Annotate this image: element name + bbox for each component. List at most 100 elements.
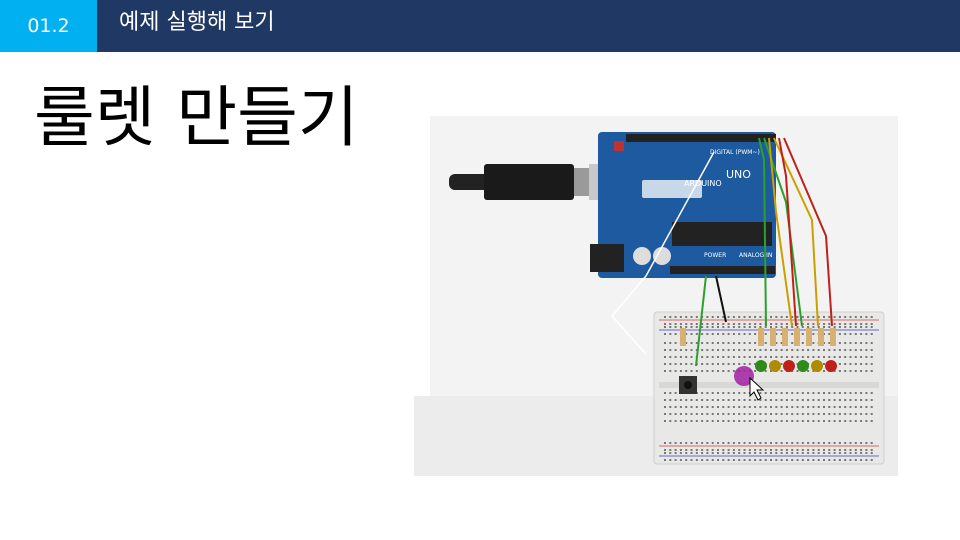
breadboard-hole <box>860 399 863 401</box>
breadboard-hole <box>695 452 698 454</box>
breadboard-hole <box>775 326 778 328</box>
breadboard-hole <box>722 323 725 325</box>
breadboard-hole <box>854 442 857 444</box>
header-bar: 01.2 예제 실행해 보기 <box>0 0 960 52</box>
breadboard-hole <box>727 326 730 328</box>
breadboard-hole <box>812 349 815 351</box>
breadboard-hole <box>722 363 725 365</box>
breadboard-hole <box>717 323 719 325</box>
breadboard-hole <box>717 442 719 444</box>
breadboard-hole <box>674 459 677 461</box>
breadboard-hole <box>844 349 847 351</box>
breadboard-hole <box>664 333 666 335</box>
breadboard-hole <box>701 420 704 422</box>
breadboard-hole <box>685 452 688 454</box>
breadboard-hole <box>791 413 794 415</box>
breadboard-hole <box>854 356 857 358</box>
breadboard-hole <box>838 316 841 318</box>
breadboard-hole <box>717 420 719 422</box>
breadboard-hole <box>711 326 714 328</box>
breadboard-hole <box>844 363 847 365</box>
breadboard-hole <box>748 442 751 444</box>
breadboard-hole <box>807 316 810 318</box>
breadboard-hole <box>812 452 815 454</box>
breadboard-hole <box>844 452 847 454</box>
breadboard-hole <box>754 356 757 358</box>
breadboard-hole <box>849 356 852 358</box>
breadboard-hole <box>743 356 746 358</box>
breadboard-hole <box>727 449 730 451</box>
breadboard-hole <box>727 349 730 351</box>
breadboard-hole <box>743 420 746 422</box>
breadboard-hole <box>759 399 762 401</box>
breadboard-hole <box>860 459 863 461</box>
breadboard-hole <box>865 356 868 358</box>
breadboard-hole <box>791 406 794 408</box>
breadboard-hole <box>711 316 714 318</box>
analog-label: ANALOG IN <box>739 252 772 259</box>
breadboard-hole <box>695 406 698 408</box>
breadboard-hole <box>727 363 730 365</box>
breadboard-hole <box>770 323 772 325</box>
breadboard-hole <box>664 406 666 408</box>
breadboard-hole <box>775 349 778 351</box>
breadboard-hole <box>801 356 804 358</box>
breadboard-hole <box>674 326 677 328</box>
breadboard-hole <box>706 413 709 415</box>
breadboard-hole <box>775 316 778 318</box>
breadboard-hole <box>770 420 772 422</box>
breadboard-hole <box>664 349 666 351</box>
breadboard-hole <box>823 452 825 454</box>
breadboard-hole <box>780 459 783 461</box>
power-analog-header <box>670 266 775 274</box>
breadboard-hole <box>807 370 810 372</box>
breadboard-hole <box>664 356 666 358</box>
uno-label: UNO <box>726 168 751 181</box>
breadboard-hole <box>674 370 677 372</box>
breadboard-hole <box>780 349 783 351</box>
breadboard-hole <box>722 349 725 351</box>
breadboard-hole <box>838 326 841 328</box>
breadboard-hole <box>801 316 804 318</box>
breadboard-hole <box>817 326 820 328</box>
resistor <box>758 328 764 346</box>
breadboard-hole <box>759 323 762 325</box>
breadboard-hole <box>854 406 857 408</box>
breadboard-hole <box>807 442 810 444</box>
breadboard-hole <box>854 326 857 328</box>
breadboard-hole <box>732 363 735 365</box>
breadboard-hole <box>780 363 783 365</box>
breadboard-hole <box>849 342 852 344</box>
breadboard-hole <box>669 363 672 365</box>
breadboard-hole <box>823 442 825 444</box>
breadboard-hole <box>748 399 751 401</box>
breadboard-hole <box>759 406 762 408</box>
breadboard-hole <box>754 442 757 444</box>
breadboard-hole <box>812 323 815 325</box>
breadboard-hole <box>801 420 804 422</box>
breadboard-hole <box>807 452 810 454</box>
breadboard-hole <box>701 399 704 401</box>
breadboard-hole <box>759 356 762 358</box>
breadboard-hole <box>754 349 757 351</box>
breadboard-hole <box>674 399 677 401</box>
breadboard-hole <box>844 420 847 422</box>
led <box>769 360 781 372</box>
breadboard-hole <box>844 356 847 358</box>
push-button-cap <box>684 381 692 389</box>
breadboard-hole <box>838 442 841 444</box>
breadboard-hole <box>738 392 741 394</box>
breadboard-hole <box>706 452 709 454</box>
capacitor-1 <box>633 247 651 265</box>
breadboard-hole <box>807 326 810 328</box>
breadboard-hole <box>807 399 810 401</box>
power-jack <box>590 244 624 272</box>
breadboard-hole <box>780 333 783 335</box>
breadboard-hole <box>775 406 778 408</box>
breadboard-hole <box>706 442 709 444</box>
breadboard-hole <box>711 342 714 344</box>
breadboard-hole <box>711 349 714 351</box>
breadboard-hole <box>669 349 672 351</box>
breadboard-hole <box>674 349 677 351</box>
breadboard-hole <box>844 333 847 335</box>
